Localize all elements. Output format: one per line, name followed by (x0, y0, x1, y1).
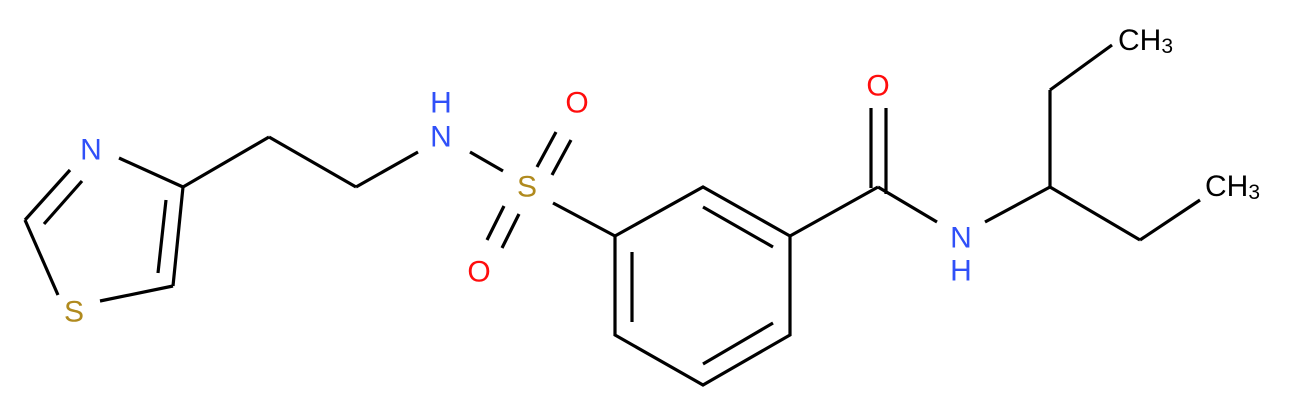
atom-sulfonyl-s: S (517, 171, 537, 204)
bond-ch2-n (355, 150, 419, 189)
bond-s-o-bottom-2 (500, 213, 521, 249)
bond-c4-ch2 (182, 135, 270, 189)
bond-c4-c5 (171, 186, 185, 287)
bond-c2-n-inner (42, 179, 84, 226)
benzene-ring (613, 185, 792, 387)
bond-s-o-bottom-1 (485, 205, 506, 241)
bond-c3-carbonyl (789, 185, 879, 238)
atom-thiazole-s: S (64, 296, 84, 329)
bond-ch-ch2-down (1049, 185, 1141, 242)
atom-methyl-right: CH3 (1205, 170, 1260, 204)
atom-sulfonamide-n: N (430, 121, 452, 154)
bond-s-o-top-1 (535, 131, 558, 168)
benzene-inner-1 (702, 205, 774, 249)
atom-amide-h: H (950, 255, 972, 288)
bond-c4-c5-inner (156, 199, 168, 274)
bond-n-s (469, 150, 504, 173)
benzene-inner-2 (702, 321, 774, 366)
bond-c-n (877, 185, 938, 224)
bond-ch2-ch2 (268, 135, 357, 189)
bond-s-o-top-2 (550, 139, 573, 176)
atom-labels: N S N H S O O O N H CH3 CH3 (64, 24, 1260, 329)
bonds (23, 43, 1201, 387)
bond-ch2-ch3-down (1139, 198, 1201, 242)
atom-amide-n: N (950, 222, 972, 255)
bond-c5-s (99, 284, 174, 303)
bond-n-c4 (118, 156, 184, 189)
atom-sulfonyl-o-top: O (565, 87, 588, 120)
atom-thiazole-n: N (80, 134, 102, 167)
bond-c2-n (23, 168, 72, 222)
bond-s-c2 (23, 219, 60, 296)
atom-methyl-top: CH3 (1118, 24, 1173, 58)
bond-n-ch (984, 185, 1051, 224)
atom-carbonyl-o: O (866, 70, 889, 103)
atom-sulfonyl-o-bottom: O (467, 256, 490, 289)
bond-ch2-ch3-up (1049, 43, 1113, 92)
bond-s-c1 (552, 201, 616, 238)
atom-sulfonamide-h: H (430, 87, 452, 120)
